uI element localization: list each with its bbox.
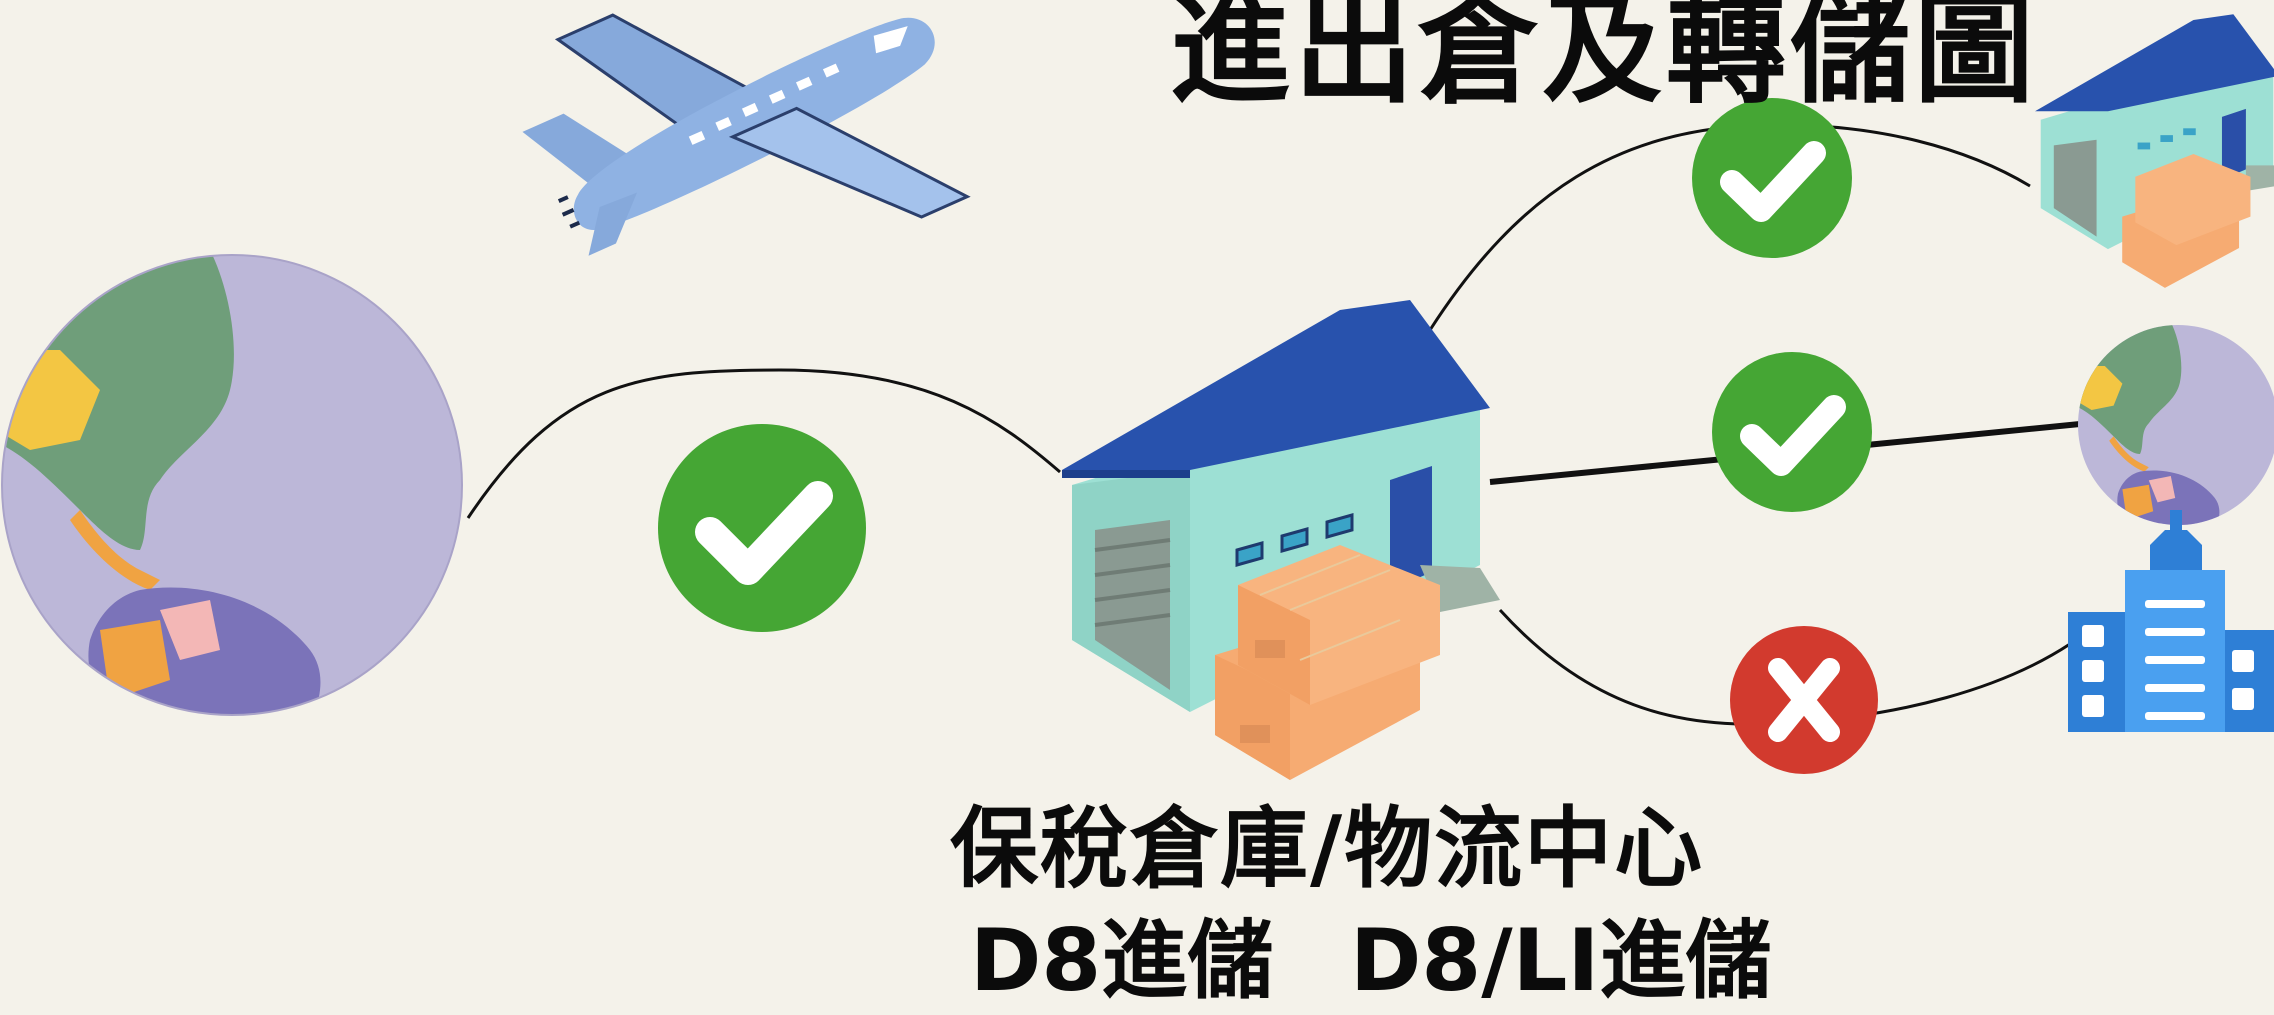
flow-diagram [1, 13, 2274, 780]
outbound-label: D8/LI進儲 [1350, 911, 1772, 1011]
airplane-icon [522, 13, 971, 256]
office-building-icon [2068, 510, 2274, 732]
warehouse-icon [1062, 300, 1500, 780]
warehouse-small-icon [2035, 14, 2274, 288]
check-icon [1692, 98, 1852, 258]
warehouse-label: 保稅倉庫/物流中心 [950, 797, 1705, 900]
connector-globe-to-warehouse [466, 368, 1061, 519]
globe-icon [1, 254, 463, 716]
diagram-title: 進出倉及轉儲圖 [1170, 0, 2038, 120]
globe-icon [2078, 325, 2274, 525]
check-icon [1712, 352, 1872, 512]
check-icon [658, 424, 866, 632]
inbound-label: D8進儲 [970, 911, 1274, 1011]
cross-icon [1730, 626, 1878, 774]
